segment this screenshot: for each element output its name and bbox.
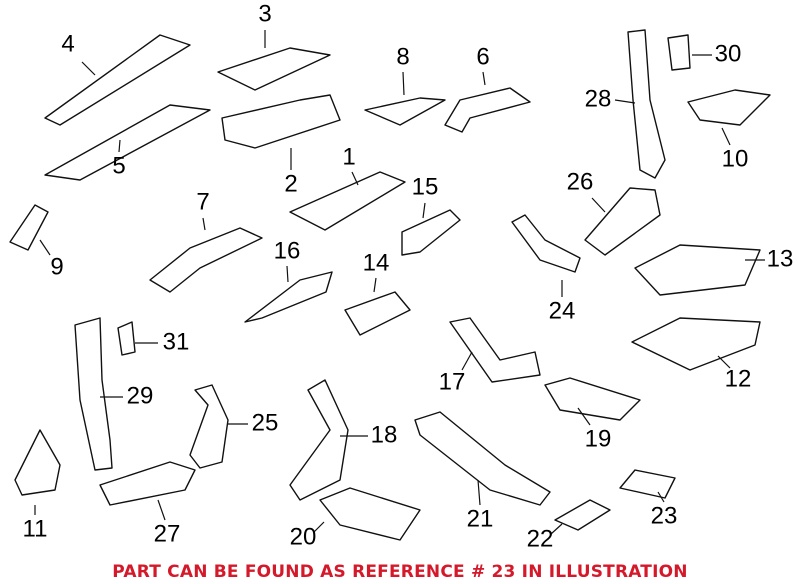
- callout-label-14: 14: [363, 249, 390, 276]
- part-20: [319, 487, 421, 541]
- leader-line-9: [39, 239, 51, 256]
- part-25: [189, 384, 229, 469]
- leader-line-28: [614, 99, 636, 104]
- callout-label-4: 4: [61, 30, 74, 57]
- leader-line-17: [461, 351, 473, 371]
- leader-line-21: [477, 479, 481, 506]
- leader-line-16: [286, 265, 289, 283]
- part-1: [289, 171, 406, 231]
- part-6: [444, 87, 531, 133]
- callout-label-23: 23: [651, 502, 678, 529]
- callout-label-16: 16: [274, 237, 301, 264]
- callout-label-31: 31: [163, 328, 190, 355]
- callout-label-25: 25: [252, 409, 279, 436]
- callout-label-22: 22: [527, 525, 554, 552]
- leader-line-14: [373, 277, 377, 293]
- part-11: [14, 429, 61, 496]
- part-23: [619, 469, 676, 499]
- leader-line-27: [157, 499, 166, 521]
- part-27: [99, 461, 196, 506]
- callout-label-30: 30: [715, 40, 742, 67]
- callout-label-26: 26: [567, 168, 594, 195]
- callout-label-1: 1: [342, 143, 355, 170]
- part-26: [584, 187, 661, 256]
- callout-label-17: 17: [439, 368, 466, 395]
- callout-label-24: 24: [549, 297, 576, 324]
- callout-label-21: 21: [467, 505, 494, 532]
- part-4: [44, 34, 191, 126]
- leader-line-15: [422, 202, 426, 219]
- part-30: [667, 34, 691, 71]
- callout-label-13: 13: [767, 245, 794, 272]
- callout-label-7: 7: [196, 188, 209, 215]
- part-3: [217, 47, 331, 91]
- callout-label-5: 5: [112, 152, 125, 179]
- callout-label-6: 6: [476, 43, 489, 70]
- part-5: [44, 104, 211, 181]
- leader-line-5: [118, 139, 121, 153]
- part-2: [221, 94, 341, 149]
- callout-label-27: 27: [154, 520, 181, 547]
- callout-label-8: 8: [396, 43, 409, 70]
- callout-label-9: 9: [50, 253, 63, 280]
- part-8: [364, 97, 446, 126]
- leader-line-22: [550, 523, 563, 535]
- part-7: [149, 227, 263, 293]
- callout-label-2: 2: [284, 170, 297, 197]
- reference-notice: PART CAN BE FOUND AS REFERENCE # 23 IN I…: [112, 562, 688, 582]
- part-13: [634, 244, 761, 296]
- part-28: [627, 29, 666, 179]
- leader-line-7: [202, 217, 206, 231]
- callout-label-11: 11: [23, 515, 48, 542]
- leader-line-12: [717, 355, 731, 369]
- part-12: [631, 317, 761, 371]
- leader-line-10: [721, 127, 731, 146]
- part-22: [554, 499, 611, 531]
- callout-label-18: 18: [371, 421, 398, 448]
- leader-line-6: [482, 71, 486, 86]
- callout-label-15: 15: [412, 173, 439, 200]
- leader-line-1: [351, 171, 359, 186]
- part-17: [449, 317, 541, 383]
- part-31: [117, 321, 136, 356]
- part-9: [9, 204, 49, 251]
- leader-line-8: [402, 71, 405, 96]
- leader-line-20: [313, 521, 325, 533]
- part-14: [344, 291, 411, 336]
- part-10: [687, 89, 771, 126]
- part-15: [401, 209, 461, 256]
- part-16: [244, 271, 333, 323]
- part-24: [511, 214, 581, 273]
- part-29: [74, 317, 113, 471]
- callout-label-10: 10: [722, 145, 749, 172]
- callout-label-3: 3: [258, 0, 271, 27]
- callout-label-29: 29: [127, 382, 154, 409]
- leader-line-26: [591, 197, 606, 213]
- part-19: [544, 377, 641, 421]
- callout-label-19: 19: [585, 425, 612, 452]
- leader-line-23: [657, 491, 665, 503]
- callout-label-12: 12: [725, 365, 752, 392]
- leader-line-19: [577, 407, 591, 426]
- callout-label-28: 28: [585, 85, 612, 112]
- leader-line-4: [81, 61, 96, 76]
- callout-label-20: 20: [290, 523, 317, 550]
- part-18: [289, 379, 349, 501]
- part-21: [414, 411, 551, 506]
